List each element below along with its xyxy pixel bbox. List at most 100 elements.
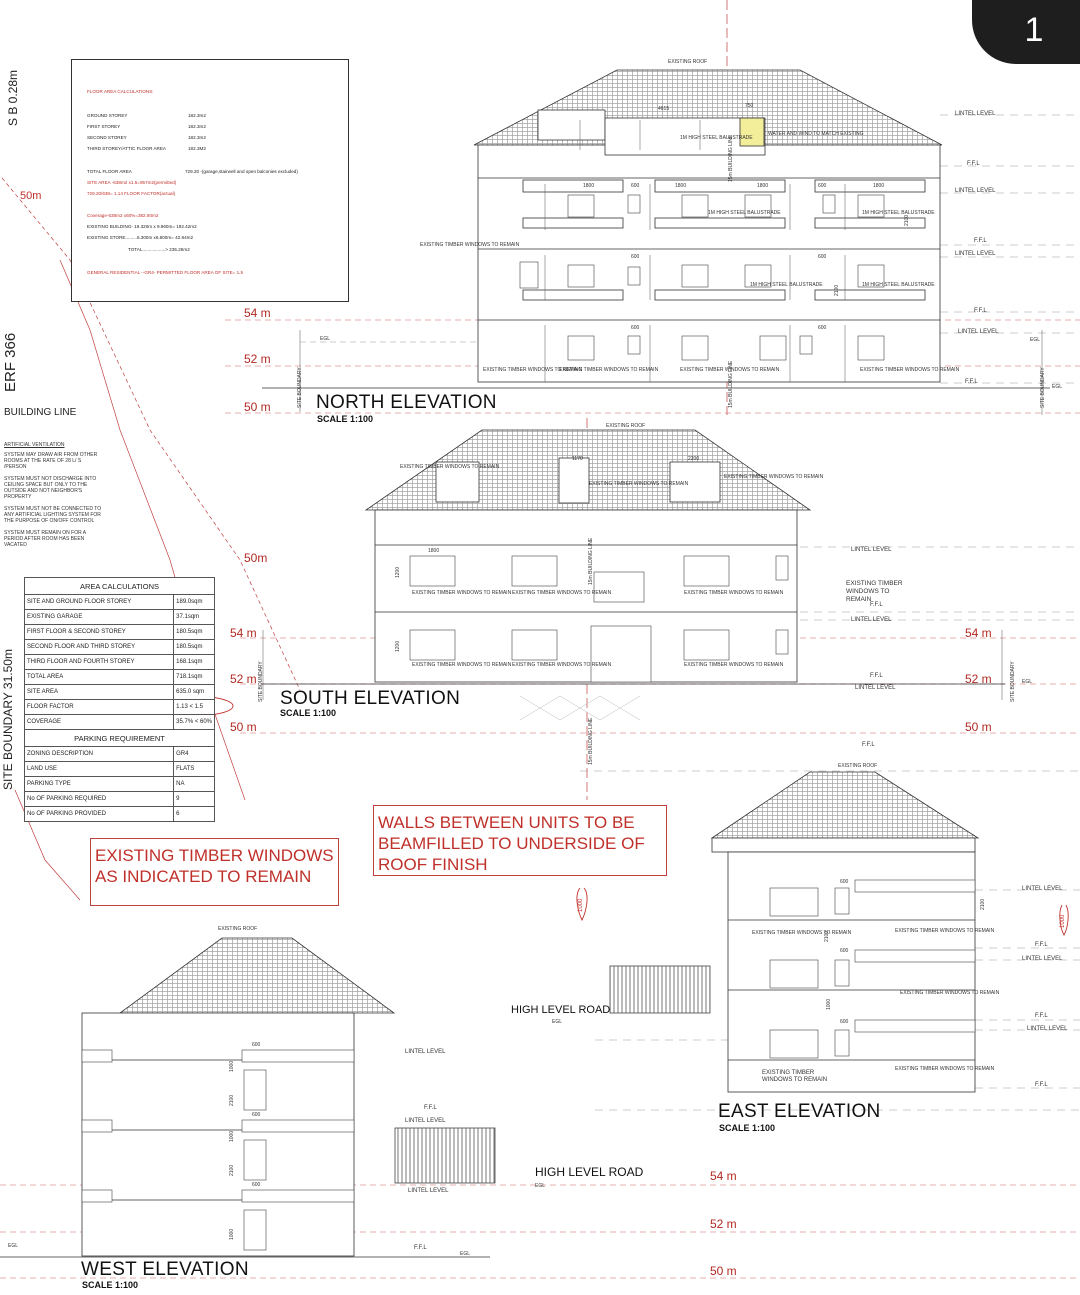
west-ffl-2: F.F.L <box>414 1245 427 1251</box>
west-dim-vertical: 1000 <box>229 1130 235 1142</box>
north-lintel-2: LINTEL LEVEL <box>955 188 996 194</box>
east-ffl-1: F.F.L <box>1035 942 1048 948</box>
floor-area-row-value: 182.3m2 <box>188 113 206 118</box>
note-line: WALLS BETWEEN UNITS TO BE <box>378 813 635 832</box>
north-lintel-3: LINTEL LEVEL <box>955 251 996 257</box>
south-ffl-2: F.F.L <box>870 673 883 679</box>
south-dim: 2200 <box>688 456 700 462</box>
coverage-note: Coverage-638m2 x60%=382.80m2 <box>87 213 159 218</box>
south-window-note: EXISTING TIMBER WINDOWS TO REMAIN <box>512 590 612 596</box>
north-dim: 600 <box>631 325 640 331</box>
south-level-54-right: 54 m <box>965 626 992 640</box>
south-ffl-3: F.F.L <box>862 742 875 748</box>
north-dim: 600 <box>818 183 827 189</box>
total-floor-area-label: TOTAL FLOOR AREA <box>87 169 132 174</box>
south-window-note: EXISTING TIMBER WINDOWS TO REMAIN <box>724 474 824 480</box>
south-window-note: EXISTING TIMBER WINDOWS TO REMAIN <box>684 590 784 596</box>
area-row-label: FLOOR FACTOR <box>23 699 175 715</box>
south-window-note: EXISTING TIMBER WINDOWS TO REMAIN <box>589 481 689 487</box>
north-window-note: EXISTING TIMBER WINDOWS TO REMAIN <box>559 367 659 373</box>
north-window-note: EXISTING TIMBER WINDOWS TO REMAIN <box>680 367 780 373</box>
area-row-label: TOTAL AREA <box>23 669 175 685</box>
west-dim: 600 <box>252 1112 261 1118</box>
north-steel-note: 1M HIGH STEEL BALUSTRADE <box>862 210 935 216</box>
setback-label: S B 0.28m <box>6 69 20 126</box>
area-row-value: 180.5sqm <box>173 639 215 655</box>
north-dim: 600 <box>818 325 827 331</box>
area-row-value: 37.1sqm <box>173 609 215 625</box>
south-roof-label: EXISTING ROOF <box>606 423 646 429</box>
south-level-52-left: 52 m <box>230 672 257 686</box>
north-window-note: EXISTING TIMBER WINDOWS TO REMAIN <box>483 367 583 373</box>
north-egl-ground: EGL <box>1052 384 1063 390</box>
east-level-54: 54 m <box>710 1169 737 1183</box>
area-row-label: FIRST FLOOR & SECOND STOREY <box>23 624 175 640</box>
timber-windows-note: EXISTING TIMBER WINDOWS AS INDICATED TO … <box>90 838 339 906</box>
west-dim: 600 <box>252 1042 261 1048</box>
west-elevation-title: WEST ELEVATION <box>81 1259 249 1280</box>
south-level-50-left: 50 m <box>230 720 257 734</box>
parking-row-label: LAND USE <box>23 761 175 777</box>
east-window-note: EXISTING TIMBER WINDOWS TO REMAIN <box>900 990 1000 996</box>
east-dim: 600 <box>840 1019 849 1025</box>
area-calculations-table: AREA CALCULATIONS SITE AND GROUND FLOOR … <box>23 577 215 822</box>
area-row-label: SECOND FLOOR AND THIRD STOREY <box>23 639 175 655</box>
parking-row-label: No OF PARKING PROVIDED <box>23 806 175 822</box>
east-dim-vertical: 2100 <box>824 930 830 942</box>
south-level-50-right: 50 m <box>965 720 992 734</box>
north-level-50: 50 m <box>244 400 271 414</box>
area-row-label: COVERAGE <box>23 714 175 730</box>
east-egl: EGL <box>552 1019 563 1025</box>
east-window-note-large: EXISTING TIMBER WINDOWS TO REMAIN <box>762 1070 828 1083</box>
north-roof-label: EXISTING ROOF <box>668 59 708 65</box>
floor-area-calculations-panel: FLOOR AREA CALCULATIONS: GROUND STOREY 1… <box>71 59 349 302</box>
pen-dimension-mark: 1000 <box>578 898 584 912</box>
north-building-line-mid: 15m BUILDING LINE <box>728 134 734 182</box>
west-egl-right: EGL <box>460 1251 471 1257</box>
note-line: ROOF FINISH <box>378 855 488 874</box>
site-boundary-label: SITE BOUNDARY 31.50m <box>1 649 15 790</box>
total-floor-area-value: 729.20 -(garage,stairwell and open balco… <box>185 169 298 174</box>
note-line: EXISTING TIMBER WINDOWS <box>95 846 334 865</box>
area-row-label: SITE AND GROUND FLOOR STOREY <box>23 594 175 610</box>
parking-row-label: ZONING DESCRIPTION <box>23 746 175 762</box>
north-ffl-3: F.F.L <box>974 308 987 314</box>
parking-row-value: FLATS <box>173 761 215 777</box>
north-steel-note: 1M HIGH STEEL BALUSTRADE <box>862 282 935 288</box>
north-egl-right: EGL <box>1030 337 1041 343</box>
north-steel-note: 1M HIGH STEEL BALUSTRADE <box>680 135 753 141</box>
floor-area-row-value: 182.3m2 <box>188 124 206 129</box>
parking-table-title: PARKING REQUIREMENT <box>24 729 215 747</box>
north-lintel-4: LINTEL LEVEL <box>958 329 999 335</box>
south-site-boundary-right: SITE BOUNDARY <box>1010 661 1016 702</box>
north-window-note: EXISTING TIMBER WINDOWS TO REMAIN <box>420 242 520 248</box>
east-window-note: EXISTING TIMBER WINDOWS TO REMAIN <box>752 930 852 936</box>
south-egl: EGL <box>1022 679 1033 685</box>
west-dim-vertical: 2100 <box>229 1094 235 1106</box>
south-building-line-low: 15m BUILDING LINE <box>588 717 594 765</box>
south-building-line: 15m BUILDING LINE <box>588 537 594 585</box>
east-ffl-2: F.F.L <box>1035 1013 1048 1019</box>
east-high-level-road: HIGH LEVEL ROAD <box>511 1004 611 1016</box>
south-scale: SCALE 1:100 <box>280 708 337 718</box>
floor-area-row-label: THIRD STOREY/ATTIC FLOOR AREA <box>87 146 166 151</box>
walls-beamfill-note: WALLS BETWEEN UNITS TO BE BEAMFILLED TO … <box>373 805 667 876</box>
south-dim: 1170 <box>572 456 583 462</box>
west-elevation-building <box>0 937 496 1258</box>
north-ffl-1: F.F.L <box>967 161 980 167</box>
west-lintel-3: LINTEL LEVEL <box>408 1188 449 1194</box>
floor-area-heading: FLOOR AREA CALCULATIONS: <box>87 89 154 94</box>
lower-egl: EGL <box>535 1183 546 1189</box>
parking-row-value: GR4 <box>173 746 215 762</box>
east-scale: SCALE 1:100 <box>719 1123 776 1133</box>
zoning-note: GENERAL RESIDENTIAL --GR4- PERMITTED FLO… <box>87 270 244 275</box>
south-dim: 1800 <box>428 548 440 554</box>
